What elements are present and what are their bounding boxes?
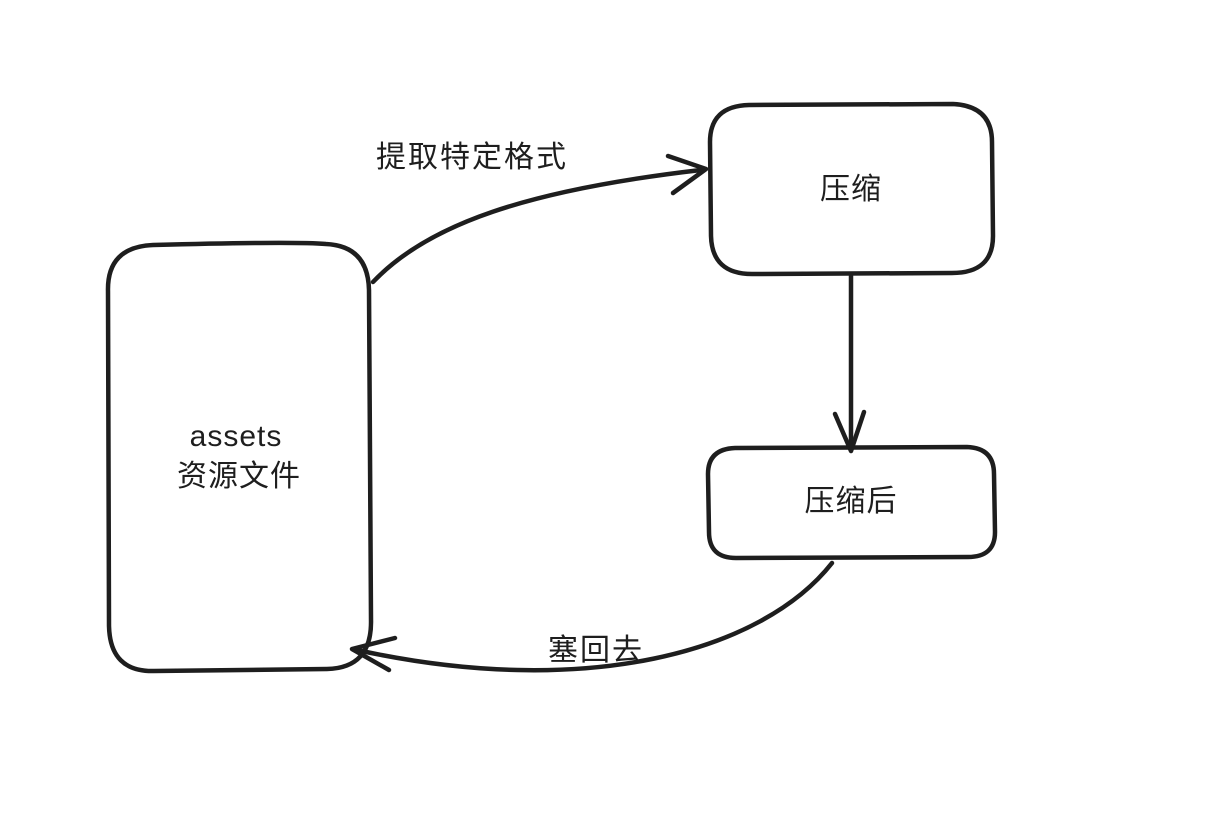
edge-compress-flow	[832, 273, 867, 454]
node-assets: assets 资源文件	[105, 240, 374, 674]
node-compressed: 压缩后	[705, 444, 998, 561]
node-assets-label-en: assets	[190, 420, 283, 453]
edge-compress-flow-arrowhead-icon	[832, 409, 867, 454]
edge-extract: 提取特定格式	[370, 141, 709, 285]
node-compress-shape	[707, 101, 996, 277]
edge-extract-path	[370, 167, 704, 285]
edge-put-back-path	[354, 560, 835, 673]
edge-put-back: 塞回去	[349, 560, 835, 673]
node-compress: 压缩	[707, 101, 996, 277]
edge-put-back-arrowhead-icon	[349, 635, 398, 673]
edge-put-back-label: 塞回去	[548, 634, 644, 667]
node-assets-label-zh: 资源文件	[177, 460, 301, 493]
node-assets-shape	[105, 240, 374, 674]
node-compressed-label: 压缩后	[805, 485, 898, 518]
edge-extract-label: 提取特定格式	[376, 141, 568, 174]
node-compress-label: 压缩	[820, 173, 882, 206]
node-compressed-shape	[705, 444, 998, 561]
edge-extract-arrowhead-icon	[665, 153, 709, 196]
